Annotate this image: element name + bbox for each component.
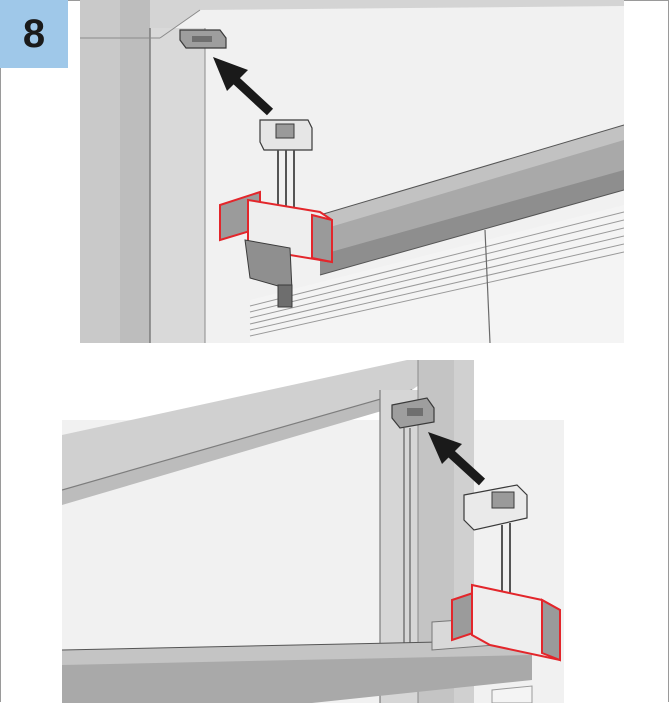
bracket-icon [219, 190, 333, 308]
headrail [319, 124, 624, 276]
panel-top [80, 0, 624, 343]
bracket-head-top [259, 119, 313, 210]
pleated-fabric [491, 685, 533, 703]
ceiling-frame [62, 360, 454, 490]
window-frame-inner [120, 0, 150, 343]
panel-bottom [62, 360, 564, 703]
frame-edge [62, 389, 413, 491]
window-frame-left [80, 0, 120, 343]
pleated-fabric [249, 205, 624, 343]
frame-edge [159, 9, 201, 39]
bracket-head-bottom [463, 484, 528, 600]
step-number: 8 [22, 12, 46, 56]
ceiling-frame-lower [62, 390, 412, 505]
arrow-icon [213, 57, 274, 116]
bottom-illustration [62, 360, 564, 703]
window-frame-reveal [150, 28, 205, 343]
ceiling-frame [80, 0, 624, 38]
top-illustration [80, 0, 624, 343]
clip-icon [179, 29, 227, 49]
arrow-icon [428, 432, 486, 486]
bracket-icon [451, 583, 561, 662]
clip-icon [391, 397, 435, 429]
step-badge: 8 [0, 0, 68, 68]
